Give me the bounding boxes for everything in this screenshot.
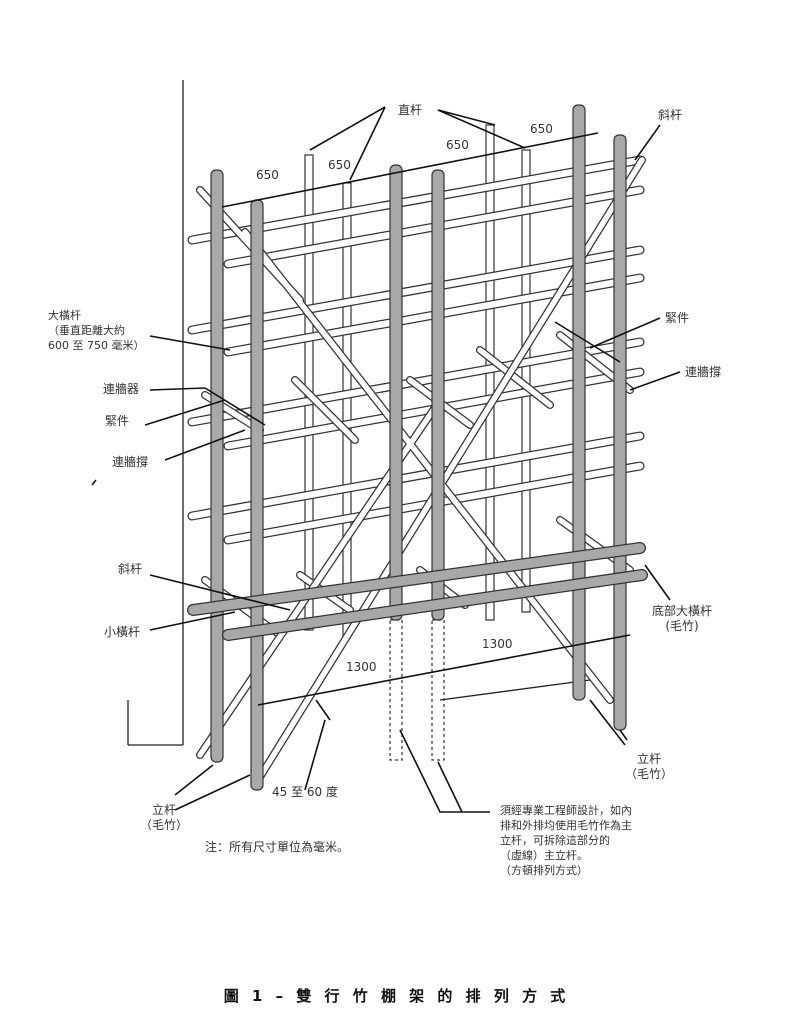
label-clamp-right: 緊件	[665, 311, 690, 325]
label-engineer-note: 須經專業工程師設計，如內 排和外排均使用毛竹作為主 立杆，可拆除這部分的 （虛線…	[500, 804, 632, 877]
label-diagonal-left: 斜杆	[118, 562, 143, 576]
label-wall-brace-right: 連牆撐	[685, 365, 722, 379]
label-standard-right: 立杆 （毛竹）	[625, 752, 674, 781]
label-diagonal-top: 斜杆	[658, 108, 683, 122]
label-dim-1300: 1300	[346, 660, 377, 674]
label-dim-650: 650	[530, 122, 553, 136]
label-dim-1300: 1300	[482, 637, 513, 651]
label-dim-650: 650	[256, 168, 279, 182]
label-wall-brace-left: 連牆撐	[112, 455, 149, 469]
label-transom: 小橫杆	[104, 625, 141, 639]
label-dim-650: 650	[446, 138, 469, 152]
label-bottom-ledger: 底部大橫杆 (毛竹)	[652, 604, 713, 633]
label-ledger: 大橫杆 （垂直距離大約 600 至 750 毫米）	[48, 309, 145, 352]
label-clamp-left: 緊件	[105, 414, 130, 428]
label-vertical-pole: 直杆	[398, 103, 423, 117]
label-dim-650: 650	[328, 158, 351, 172]
dimension-lines	[91, 106, 681, 813]
outer-standards	[210, 104, 627, 791]
label-wall-tie: 連牆器	[103, 382, 140, 396]
label-angle: 45 至 60 度	[272, 785, 338, 799]
removable-standards-dashed	[389, 619, 445, 761]
figure-caption: 圖 1 – 雙 行 竹 棚 架 的 排 列 方 式	[223, 987, 570, 1005]
units-note: 注：所有尺寸單位為毫米。	[205, 840, 350, 854]
label-standard-left: 立杆 （毛竹）	[140, 803, 189, 832]
